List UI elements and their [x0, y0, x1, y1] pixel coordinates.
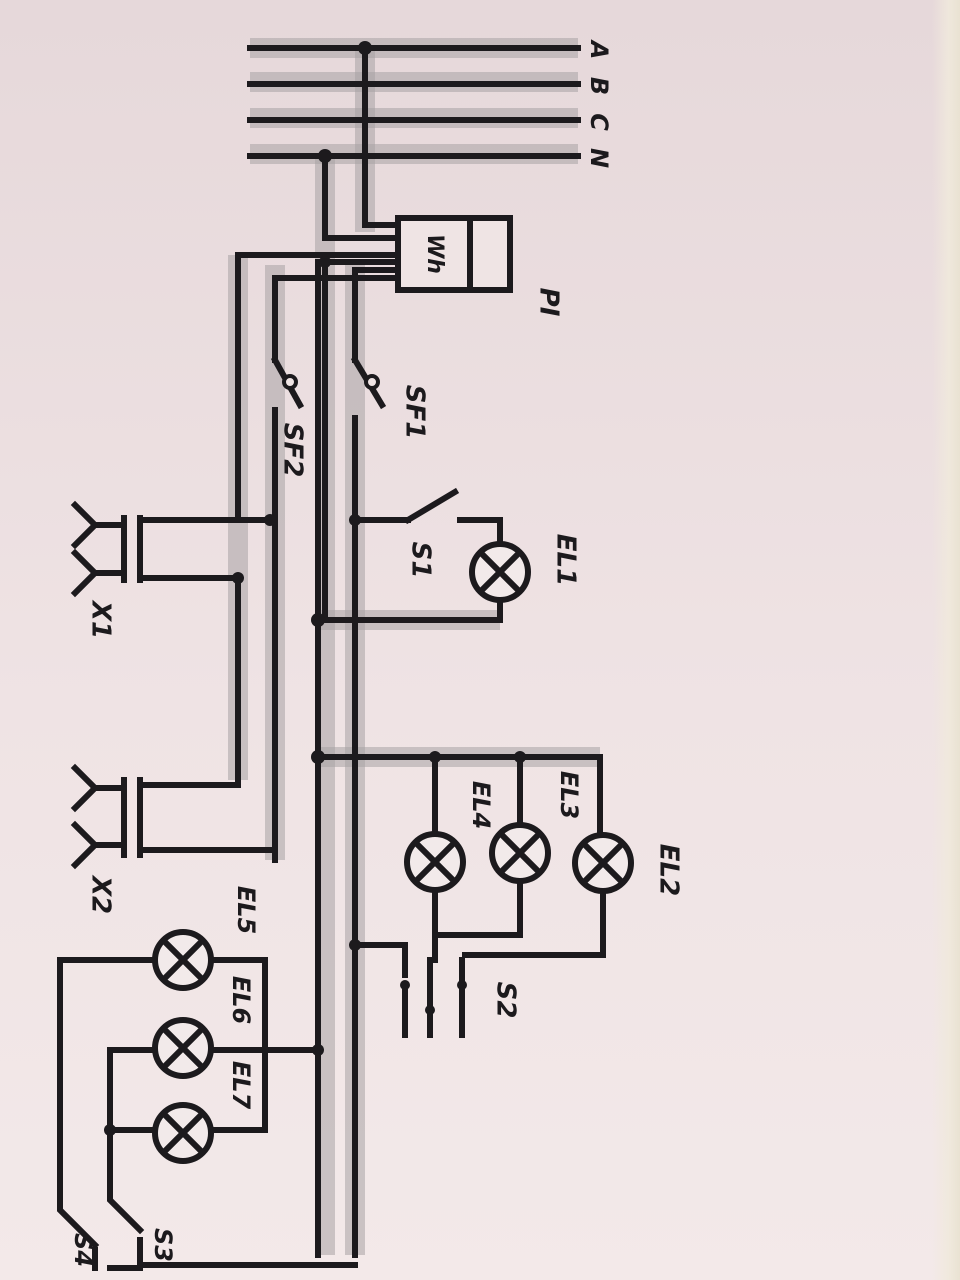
meter-face-text: Wh: [422, 234, 447, 274]
switch-s2: S2: [349, 939, 521, 1038]
meter-outputs: [235, 252, 401, 623]
breaker-sf1: SF1: [350, 355, 430, 1258]
bus-label-a: A: [585, 39, 613, 60]
switch-label-s1: S1: [406, 542, 436, 579]
meter-feeders: [318, 41, 401, 241]
lamp-el5: EL5: [152, 886, 260, 991]
page-edge: [932, 0, 960, 1280]
switch-label-s4: S4: [69, 1233, 97, 1267]
lamp-label-el6: EL6: [227, 976, 255, 1024]
bus-label-n: N: [585, 148, 613, 168]
socket-label-x2: X2: [86, 874, 116, 914]
breaker-label-sf1: SF1: [400, 385, 430, 440]
bus-bars: [247, 45, 581, 159]
bus-label-c: C: [585, 113, 613, 131]
switch-s4: S4: [69, 1233, 143, 1271]
lamp-el1: EL1: [311, 534, 581, 627]
lamp-label-el4: EL4: [467, 781, 495, 829]
switch-label-s2: S2: [491, 982, 521, 1019]
energy-meter: Wh PI: [395, 215, 564, 317]
lamp-el7: EL7: [152, 1061, 255, 1164]
meter-label: PI: [534, 288, 564, 317]
switch-label-s3: S3: [149, 1228, 177, 1262]
lamp-label-el1: EL1: [551, 534, 581, 586]
bus-label-b: B: [585, 77, 613, 95]
switch-s1: S1: [349, 487, 503, 579]
lamp-el4: EL4: [404, 781, 495, 893]
lamp-group-top-return: [432, 878, 606, 963]
lamp-group-bottom-wiring: [57, 957, 324, 1250]
switch-s3: S3: [137, 1228, 358, 1268]
lamp-el2: EL2: [572, 832, 684, 896]
socket-x1: X1: [70, 500, 278, 639]
bus-labels: A B C N: [585, 39, 613, 168]
breaker-label-sf2: SF2: [278, 423, 308, 478]
lamp-el6: EL6: [152, 976, 255, 1079]
socket-x2: X2: [70, 517, 278, 914]
lamp-label-el2: EL2: [654, 844, 684, 896]
lamp-group-top: [311, 750, 603, 838]
socket-label-x1: X1: [86, 599, 116, 639]
lamp-el3: EL3: [489, 771, 583, 884]
lamp-label-el5: EL5: [232, 886, 260, 934]
lamp-label-el7: EL7: [227, 1061, 255, 1110]
lamp-label-el3: EL3: [555, 771, 583, 819]
